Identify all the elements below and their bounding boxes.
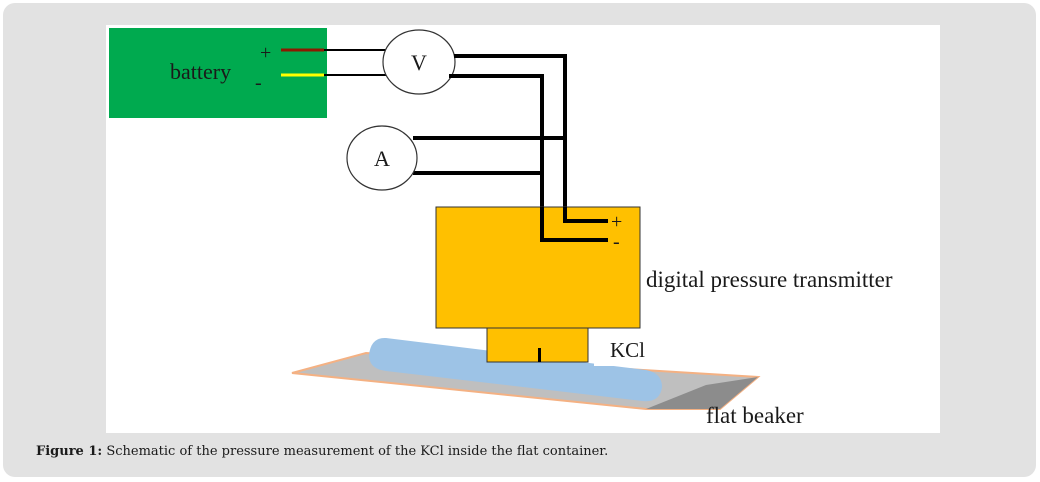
transmitter-minus-label: - [613, 231, 620, 253]
battery-plus-label: + [260, 42, 271, 64]
ammeter-icon [346, 125, 418, 191]
kcl-label-background [594, 330, 648, 366]
kcl-label: KCl [610, 338, 645, 362]
voltmeter-icon [382, 29, 456, 95]
transmitter-sensor [486, 327, 589, 363]
wire-positive-terminal-segment [563, 207, 608, 223]
flat-beaker-label: flat beaker [706, 403, 804, 428]
transmitter-label: digital pressure transmitter [646, 267, 893, 292]
voltmeter-label: V [411, 50, 427, 75]
battery-minus-label: - [255, 72, 262, 94]
schematic-diagram: battery + - V A [109, 28, 893, 428]
ammeter-label: A [374, 146, 390, 171]
flat-beaker-side [646, 377, 758, 409]
schematic-figure: battery + - V A [106, 25, 940, 433]
digital-pressure-transmitter [435, 206, 641, 329]
sensor-probe [538, 348, 541, 362]
wire-negative-terminal-segment [540, 207, 608, 242]
battery-block [109, 28, 327, 118]
figure-caption-label: Figure 1: [36, 444, 103, 459]
battery-label: battery [170, 59, 231, 84]
figure-card: battery + - V A [3, 3, 1036, 477]
figure-caption: Figure 1: Schematic of the pressure meas… [36, 444, 608, 459]
transmitter-plus-label: + [611, 211, 622, 233]
figure-caption-text: Schematic of the pressure measurement of… [102, 444, 609, 459]
kcl-solution [369, 337, 662, 402]
